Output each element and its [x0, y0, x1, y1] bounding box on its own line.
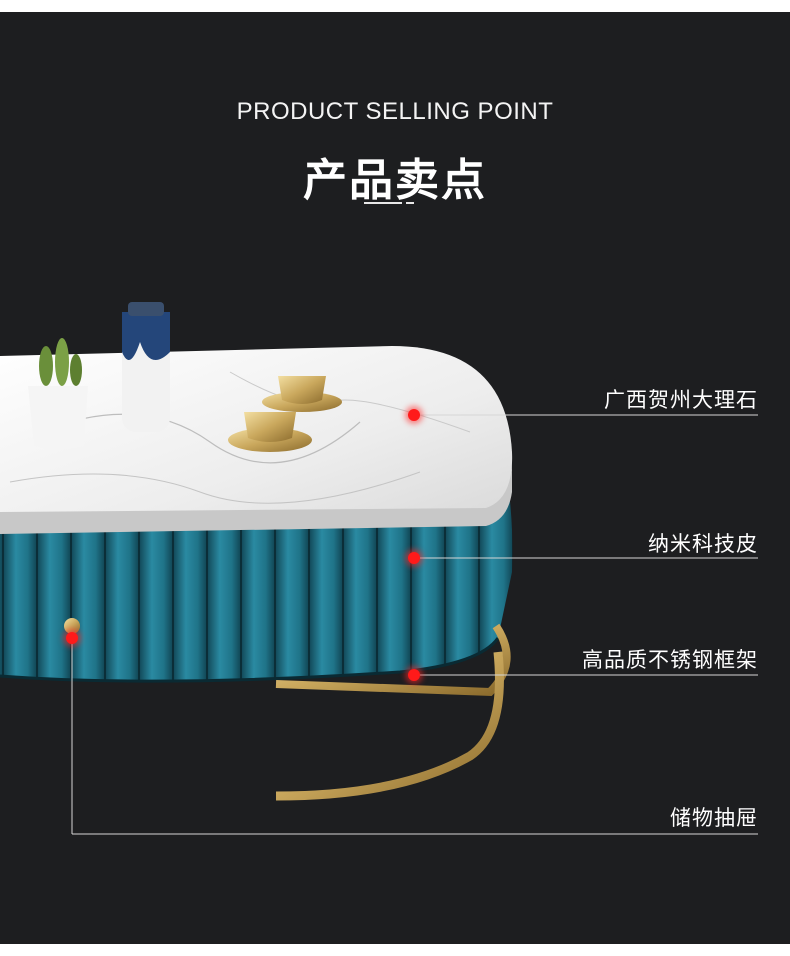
drawer-knob — [64, 618, 80, 634]
callout-lines — [71, 414, 758, 835]
marble-indicator-dot — [408, 409, 420, 421]
callout-drawer-label: 储物抽屉 — [670, 806, 758, 830]
drawer-indicator-dot — [66, 632, 78, 644]
title-english: PRODUCT SELLING POINT — [236, 98, 554, 125]
plant-decor — [28, 338, 88, 449]
coffee-table-illustration — [0, 202, 758, 835]
frame-indicator-dot — [408, 669, 420, 681]
steel-frame — [274, 623, 511, 801]
vase-decor — [122, 302, 170, 432]
callout-frame-label: 高品质不锈钢框架 — [582, 648, 758, 672]
gold-cups — [228, 376, 342, 452]
callout-leather-label: 纳米科技皮 — [648, 532, 758, 556]
dark-background: PRODUCT SELLING POINT 产品卖点 广西贺州大理石 纳米科技皮… — [0, 12, 790, 944]
callout-marble-label: 广西贺州大理石 — [604, 388, 758, 412]
leather-indicator-dot — [408, 552, 420, 564]
title-chinese: 产品卖点 — [303, 155, 487, 206]
